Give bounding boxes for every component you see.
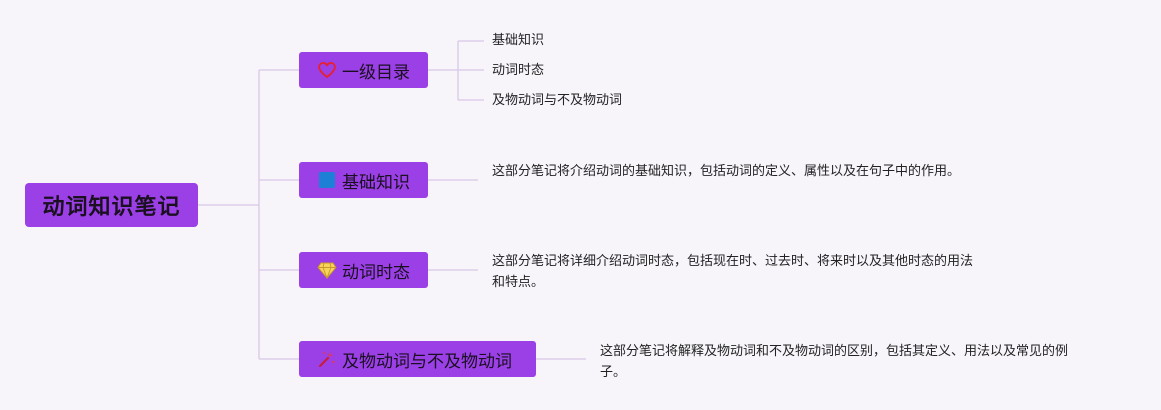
branch-label-transitive: 及物动词与不及物动词 (342, 351, 512, 372)
leaf-basics[interactable]: 基础知识 (492, 33, 545, 48)
branch-node-transitive[interactable]: 及物动词与不及物动词 (299, 341, 536, 377)
description-tenses: 这部分笔记将详细介绍动词时态，包括现在时、过去时、将来时以及其他时态的用法和特点… (492, 254, 974, 290)
leaf-tenses[interactable]: 动词时态 (492, 63, 545, 78)
gem-icon (317, 260, 337, 280)
leaf-transitive[interactable]: 及物动词与不及物动词 (492, 93, 623, 108)
branch-node-tenses[interactable]: 动词时态 (299, 252, 428, 288)
blue-square-icon (317, 170, 337, 190)
sparkle-icon (317, 349, 337, 369)
branch-label-directory: 一级目录 (342, 62, 410, 83)
branch-label-tenses: 动词时态 (342, 262, 410, 283)
branch-label-basics: 基础知识 (342, 172, 410, 193)
branch-node-basics[interactable]: 基础知识 (299, 162, 428, 198)
root-node[interactable]: 动词知识笔记 (25, 183, 198, 227)
heart-outline-icon (317, 60, 337, 80)
description-transitive: 这部分笔记将解释及物动词和不及物动词的区别，包括其定义、用法以及常见的例子。 (600, 344, 1069, 380)
description-basics: 这部分笔记将介绍动词的基础知识，包括动词的定义、属性以及在句子中的作用。 (492, 164, 961, 179)
root-label: 动词知识笔记 (42, 195, 181, 220)
branch-node-directory[interactable]: 一级目录 (299, 52, 428, 88)
